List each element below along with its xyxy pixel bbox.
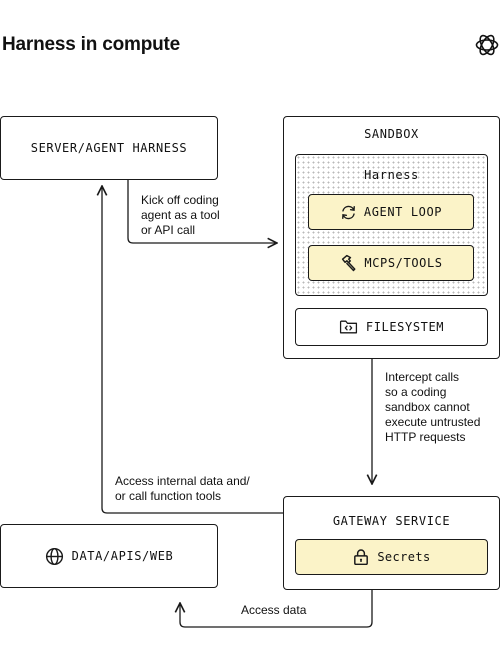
- refresh-cycle-icon: [340, 204, 357, 221]
- access-internal-note-line: Access internal data and/: [115, 474, 250, 488]
- sandbox-label: SANDBOX: [364, 127, 419, 141]
- mcps-tools-label: MCPS/TOOLS: [364, 256, 443, 270]
- gateway-service-node: GATEWAY SERVICE Secrets: [283, 496, 500, 590]
- kickoff-note: Kick off coding agent as a tool or API c…: [141, 193, 220, 238]
- agent-loop-label: AGENT LOOP: [363, 205, 443, 219]
- hammer-icon: [339, 254, 357, 272]
- filesystem-label: FILESYSTEM: [365, 320, 445, 334]
- globe-icon: [45, 547, 64, 566]
- access-data-note: Access data: [241, 603, 306, 618]
- edge-access-data: [180, 590, 373, 628]
- data-apis-web-node: DATA/APIS/WEB: [0, 524, 218, 588]
- server-agent-harness-label: SERVER/AGENT HARNESS: [30, 141, 188, 155]
- intercept-note-line: so a coding: [385, 385, 447, 399]
- diagram-title: Harness in compute: [2, 34, 181, 55]
- harness-label: Harness: [364, 168, 419, 182]
- access-internal-note: Access internal data and/ or call functi…: [115, 474, 250, 504]
- access-data-note-line: Access data: [241, 603, 307, 617]
- agent-loop-node: AGENT LOOP: [308, 194, 474, 230]
- intercept-note-line: Intercept calls: [385, 370, 460, 384]
- server-agent-harness-node: SERVER/AGENT HARNESS: [0, 116, 218, 180]
- intercept-note-line: HTTP requests: [385, 430, 466, 444]
- kickoff-note-line: or API call: [141, 223, 196, 237]
- intercept-note-line: sandbox cannot: [385, 400, 470, 414]
- code-folder-icon: [339, 319, 358, 335]
- lock-icon: [352, 548, 370, 566]
- harness-container: Harness AGENT LOOP MCPS/TOOLS: [295, 154, 488, 296]
- gateway-service-label: GATEWAY SERVICE: [332, 514, 451, 528]
- intercept-note: Intercept calls so a coding sandbox cann…: [385, 370, 480, 445]
- kickoff-note-line: agent as a tool: [141, 208, 220, 222]
- access-internal-note-line: or call function tools: [115, 489, 222, 503]
- mcps-tools-node: MCPS/TOOLS: [308, 245, 474, 281]
- secrets-node: Secrets: [295, 539, 488, 575]
- edge-kickoff: [127, 180, 277, 243]
- openai-logo-icon: [475, 34, 499, 56]
- filesystem-node: FILESYSTEM: [295, 308, 488, 346]
- data-apis-web-label: DATA/APIS/WEB: [71, 549, 174, 563]
- kickoff-note-line: Kick off coding: [141, 193, 219, 207]
- intercept-note-line: execute untrusted: [385, 415, 481, 429]
- secrets-label: Secrets: [377, 550, 431, 564]
- sandbox-node: SANDBOX Harness AGENT LOOP MCPS/T: [283, 116, 500, 359]
- edge-access-internal: [102, 186, 283, 514]
